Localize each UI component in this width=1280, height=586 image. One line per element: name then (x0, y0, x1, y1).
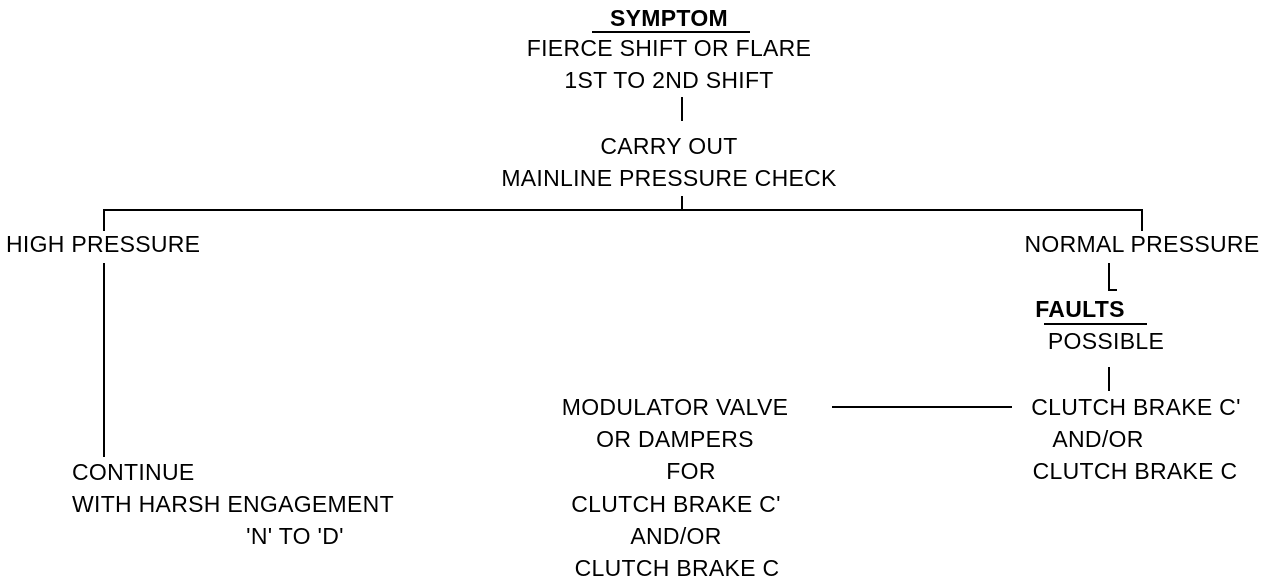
connector-high-to-continue (103, 263, 105, 457)
high-pressure-label: HIGH PRESSURE (6, 231, 201, 257)
symptom-line-1: FIERCE SHIFT OR FLARE (526, 35, 812, 61)
fault-line-1: CLUTCH BRAKE C' (1031, 394, 1241, 420)
normal-pressure-label: NORMAL PRESSURE (1024, 231, 1260, 257)
symptom-underline (592, 31, 750, 33)
modulator-line-2: OR DAMPERS (596, 426, 754, 452)
branch-drop-right (1141, 209, 1143, 231)
connector-modulator-to-clutch (832, 406, 1012, 408)
connector-check-to-branch (681, 196, 683, 211)
fault-line-3: CLUTCH BRAKE C (1032, 458, 1238, 484)
high-line-1: CONTINUE (72, 459, 195, 485)
modulator-line-5: AND/OR (630, 523, 722, 549)
fault-line-2: AND/OR (1052, 426, 1144, 452)
high-line-2: WITH HARSH ENGAGEMENT (72, 491, 394, 517)
modulator-line-6: CLUTCH BRAKE C (574, 555, 780, 581)
symptom-line-2: 1ST TO 2ND SHIFT (564, 67, 774, 93)
modulator-line-3: FOR (666, 458, 716, 484)
faults-overline (1044, 323, 1147, 325)
branch-drop-left (103, 209, 105, 231)
check-line-1: CARRY OUT (600, 133, 738, 159)
branch-bar (103, 209, 1143, 211)
connector-normal-to-faults (1108, 263, 1110, 291)
high-line-3: 'N' TO 'D' (246, 523, 344, 549)
modulator-line-4: CLUTCH BRAKE C' (571, 491, 781, 517)
connector-normal-to-faults-foot (1108, 289, 1117, 291)
faults-heading: FAULTS (1035, 296, 1125, 322)
connector-faults-to-clutch (1108, 367, 1110, 391)
modulator-line-1: MODULATOR VALVE (561, 394, 789, 420)
symptom-heading: SYMPTOM (610, 5, 728, 31)
connector-symptom-to-check (681, 97, 683, 121)
check-line-2: MAINLINE PRESSURE CHECK (501, 165, 837, 191)
faults-subheading: POSSIBLE (1047, 328, 1165, 354)
